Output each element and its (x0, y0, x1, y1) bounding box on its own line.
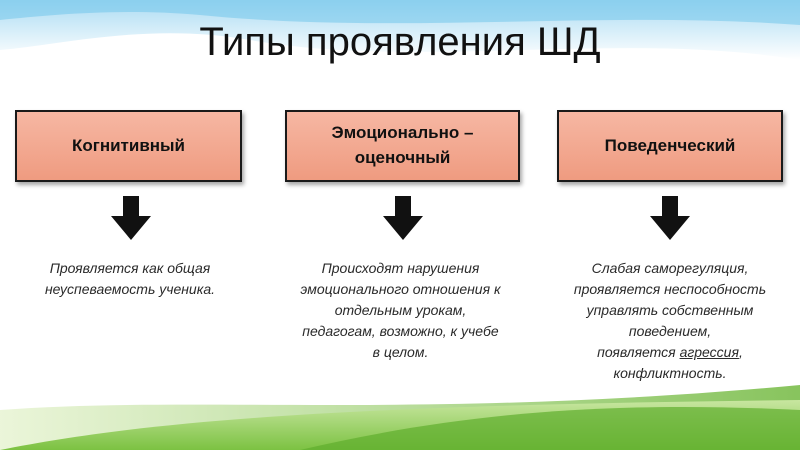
category-label: Когнитивный (71, 135, 186, 155)
category-label: Поведенческий (604, 135, 736, 155)
description-cognitive: Проявляется как общая неуспеваемость уче… (20, 258, 240, 300)
description-line: в целом. (372, 344, 429, 360)
description-line: педагогам, возможно, к учебе (302, 323, 499, 339)
description-line: поведением, (628, 323, 712, 339)
line-suffix: , (738, 344, 743, 360)
description-line: эмоционального отношения к (300, 281, 501, 297)
down-arrow-icon (111, 196, 151, 240)
description-line: Слабая саморегуляция, (591, 260, 749, 276)
description-emotional: Происходят нарушения эмоционального отно… (268, 258, 533, 363)
description-line: Происходят нарушения (321, 260, 480, 276)
description-line: неуспеваемость ученика. (44, 281, 216, 297)
category-label-line-1: Эмоционально – (331, 123, 474, 143)
underlined-word: агрессия (679, 344, 739, 360)
description-line: конфликтность. (613, 365, 727, 381)
category-box-emotional: Эмоционально – оценочный (285, 110, 520, 182)
description-line: Проявляется как общая (49, 260, 211, 276)
line-prefix: появляется (597, 344, 680, 360)
down-arrow-icon (650, 196, 690, 240)
description-line: проявляется неспособность (573, 281, 767, 297)
category-box-cognitive: Когнитивный (15, 110, 242, 182)
slide-title: Типы проявления ШД (199, 20, 601, 64)
description-behavioral: Слабая саморегуляция, проявляется неспос… (540, 258, 800, 384)
down-arrow-icon (383, 196, 423, 240)
description-line: отдельным урокам, (334, 302, 467, 318)
category-label-line-2: оценочный (354, 148, 451, 167)
description-line-with-underline: появляется агрессия, (540, 342, 800, 363)
description-line: управлять собственным (586, 302, 754, 318)
category-box-behavioral: Поведенческий (557, 110, 783, 182)
